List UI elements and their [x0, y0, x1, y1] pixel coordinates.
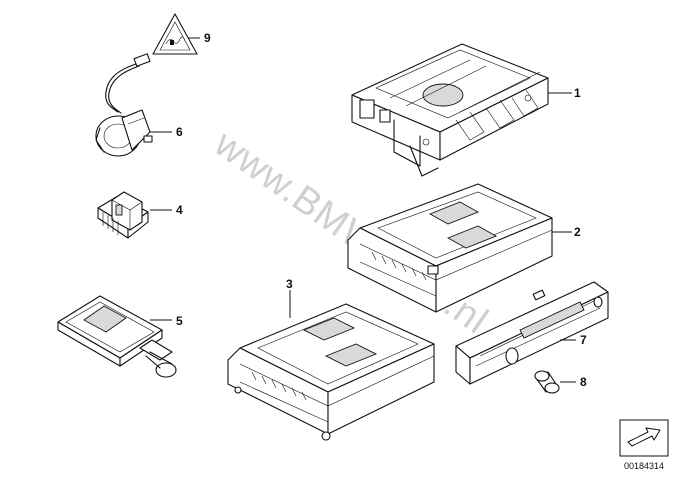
- document-number: 00184314: [624, 461, 664, 471]
- callout-1: 1: [574, 86, 581, 100]
- auxiliary-unit-part: [227, 303, 435, 441]
- control-module-part: [57, 295, 177, 378]
- callout-8: 8: [580, 375, 587, 389]
- callout-6: 6: [176, 125, 183, 139]
- drive-mechanism-part: [351, 43, 549, 177]
- relay-part: [97, 191, 149, 239]
- callout-5: 5: [176, 314, 183, 328]
- control-panel-part: [455, 281, 609, 385]
- knob-part: [534, 370, 560, 394]
- warning-triangle-icon: [152, 13, 198, 55]
- callout-7: 7: [580, 333, 587, 347]
- callout-4: 4: [176, 203, 183, 217]
- orientation-arrow-icon: [619, 419, 669, 457]
- callout-2: 2: [574, 225, 581, 239]
- navigation-unit-part: [347, 183, 553, 313]
- callout-9: 9: [204, 31, 211, 45]
- callout-3: 3: [286, 277, 293, 291]
- motor-assembly-part: [95, 53, 153, 157]
